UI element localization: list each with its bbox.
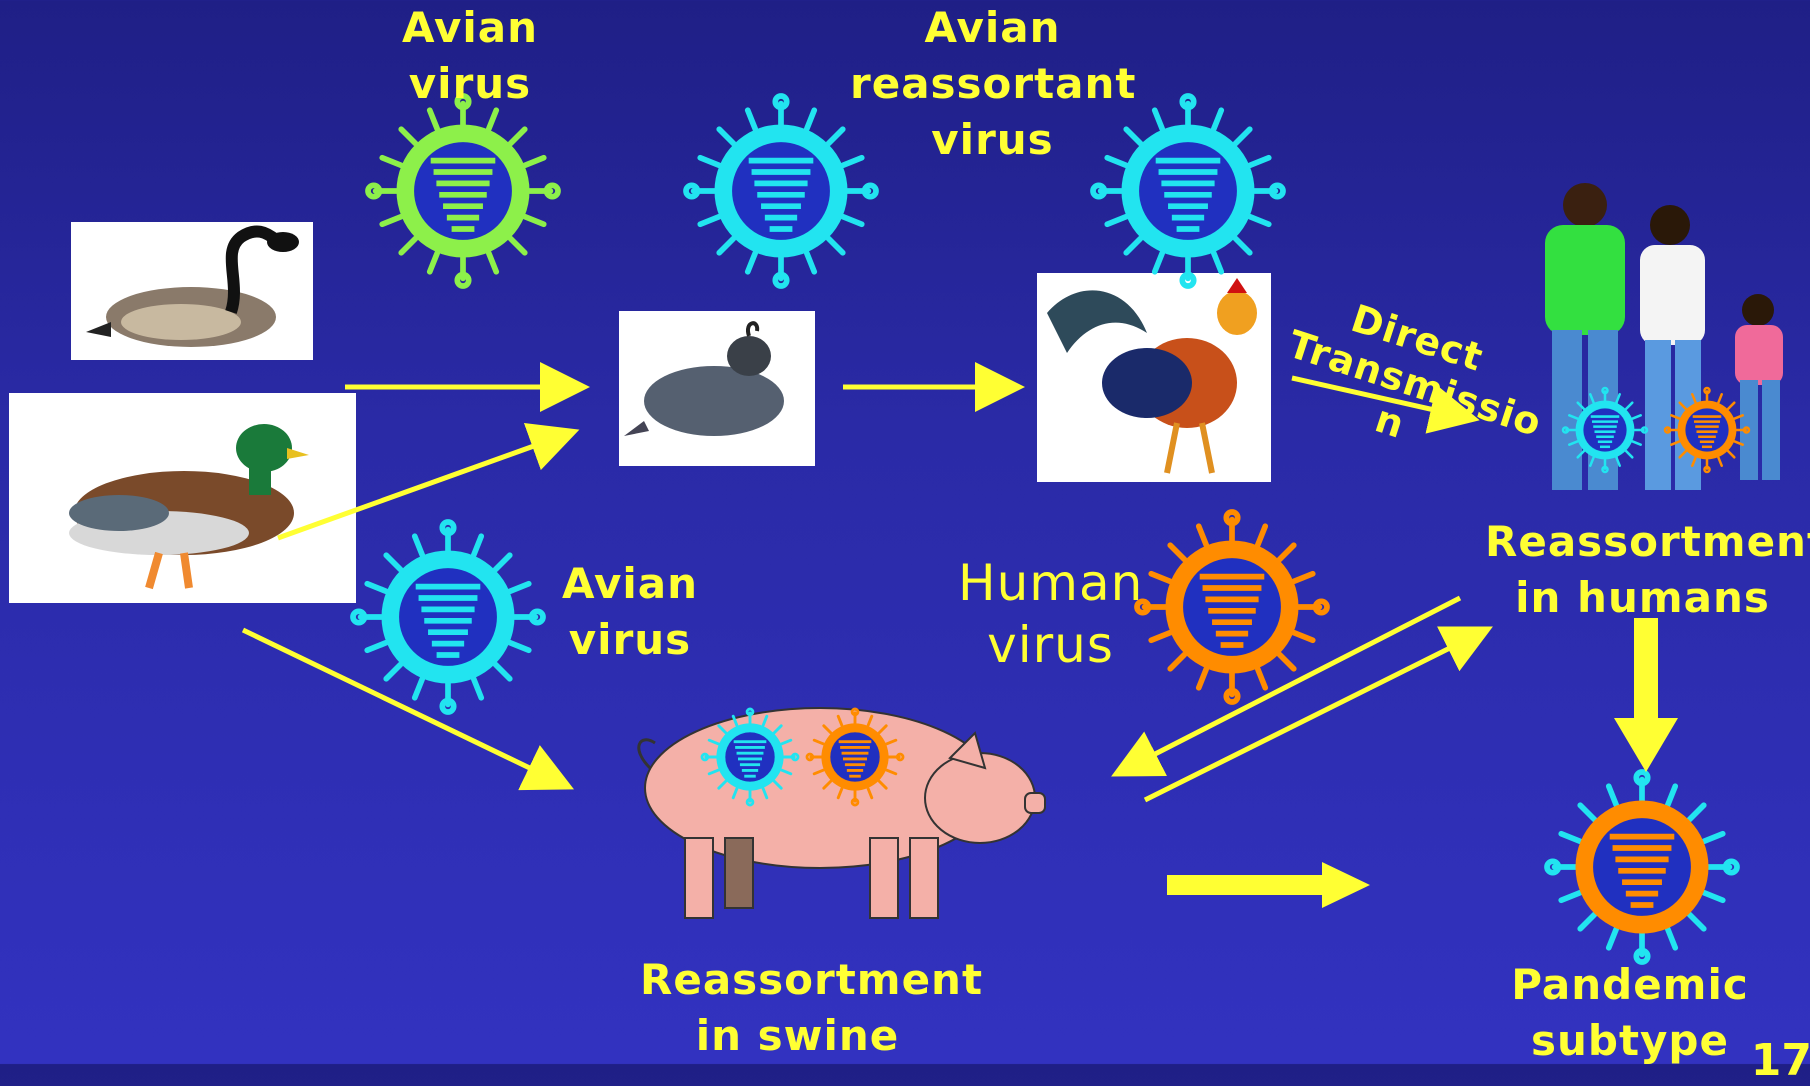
label-reassortment-humans: Reassortment in humans [1485, 514, 1800, 626]
page-number: 17 [1751, 1035, 1810, 1086]
pig-human-virus-icon [807, 709, 903, 805]
avian-virus-icon-mid [353, 522, 543, 712]
humans-human-virus-icon [1665, 388, 1749, 472]
label-human-virus: Human virus [958, 552, 1143, 676]
label-avian-reassortant: Avian reassortant virus [850, 0, 1135, 168]
label-avian-virus-mid: Avian virus [560, 556, 700, 668]
arrow-pig-to-pandemic [1167, 862, 1370, 908]
arrow-duck-to-quail [278, 433, 570, 538]
pig-avian-virus-icon [702, 709, 798, 805]
avian-virus-icon [368, 96, 558, 286]
arrow-humans-to-pandemic [1614, 618, 1678, 772]
pandemic-virus-icon [1547, 772, 1737, 962]
label-reassortment-swine: Reassortment in swine [640, 952, 955, 1064]
reassortant-virus-icon [686, 96, 876, 286]
label-avian-virus-top: Avian virus [380, 0, 560, 112]
label-pandemic-subtype: Pandemic subtype [1505, 957, 1755, 1069]
humans-avian-virus-icon [1563, 388, 1647, 472]
human-virus-icon [1137, 512, 1327, 702]
